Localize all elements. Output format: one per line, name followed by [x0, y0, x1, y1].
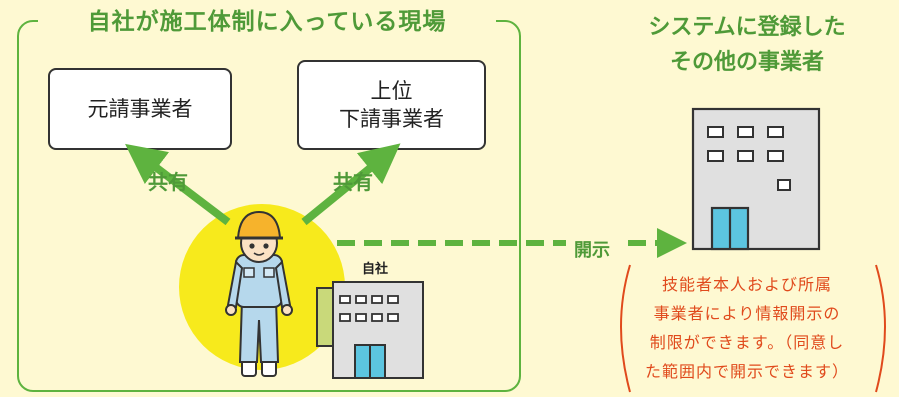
note-bracket-left	[620, 264, 631, 393]
note-line2: 事業者により情報開示の	[653, 304, 841, 323]
note-bracket-right	[875, 264, 886, 393]
note-line4: た範囲内で開示できます）	[644, 362, 849, 381]
other-company-building-icon	[691, 107, 821, 251]
prime-contractor-label: 元請事業者	[87, 97, 193, 121]
disclose-label: 開示	[574, 240, 610, 261]
note-line1: 技能者本人および所属	[661, 275, 832, 294]
own-company-building-icon	[316, 281, 424, 379]
share-label-left: 共有	[148, 170, 188, 194]
share-arrow-right	[301, 143, 401, 226]
site-title: 自社が施工体制に入っている現場	[38, 7, 496, 37]
other-companies-title-line1: システムに登録した	[648, 15, 846, 40]
upper-subcontractor-box: 上位 下請事業者	[297, 60, 486, 150]
share-label-right: 共有	[333, 170, 373, 194]
other-companies-title: システムに登録した その他の事業者	[620, 10, 874, 80]
upper-subcontractor-line1: 上位	[370, 79, 413, 103]
upper-subcontractor-line2: 下請事業者	[339, 107, 444, 131]
worker-icon	[225, 210, 293, 377]
restriction-note: 技能者本人および所属 事業者により情報開示の 制限ができます。（同意し た範囲内…	[620, 270, 874, 386]
own-company-label: 自社	[362, 262, 389, 277]
other-companies-title-line2: その他の事業者	[669, 50, 824, 75]
share-arrow-left	[125, 143, 231, 226]
note-line3: 制限ができます。（同意し	[649, 333, 845, 352]
